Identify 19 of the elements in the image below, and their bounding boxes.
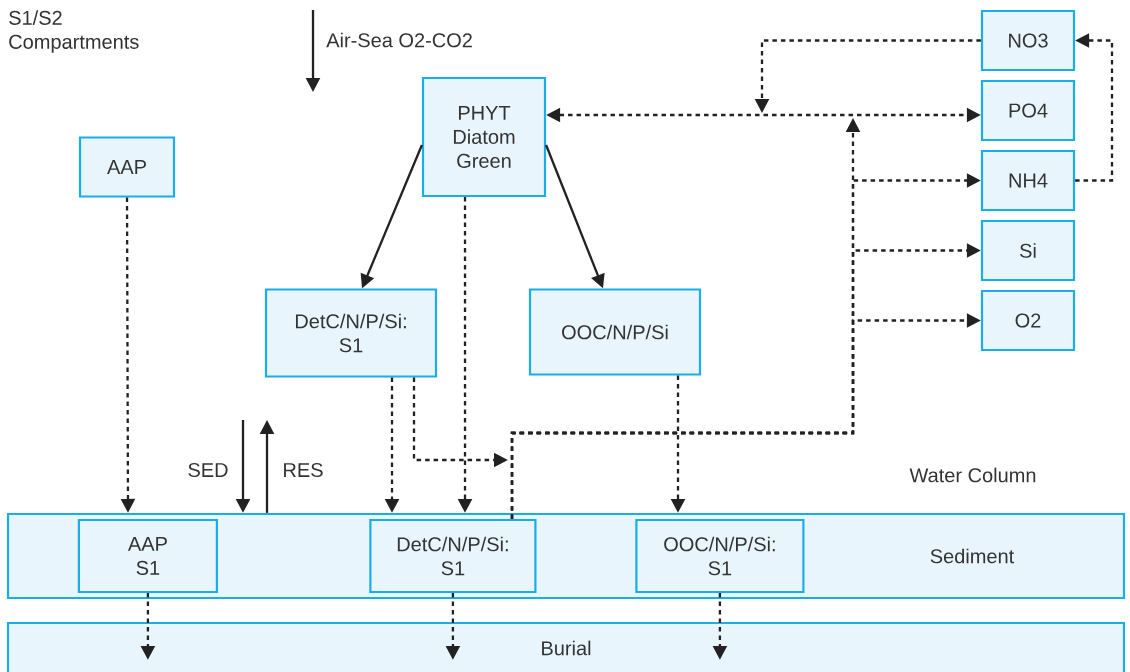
title: S1/S2 Compartments [9, 10, 139, 53]
edge-label: SED [186, 461, 230, 479]
edge-label: RES [281, 461, 325, 479]
compartment-box: DetC/N/P/Si: S1 [369, 518, 537, 594]
label-text: Air-Sea O2-CO2 [326, 32, 472, 48]
compartment-box: DetC/N/P/Si: S1 [264, 288, 438, 378]
compartment-box: NH4 [980, 149, 1076, 212]
label-text: Water Column [909, 467, 1036, 483]
compartment-box: AAP S1 [77, 518, 218, 594]
compartment-box: NO3 [980, 9, 1076, 72]
compartment-box: AAP [78, 136, 176, 198]
compartment-box: PHYT Diatom Green [421, 76, 547, 198]
burial-band: Burial [6, 621, 1126, 672]
arrow [1075, 33, 1114, 182]
compartment-box: OOC/N/P/Si: S1 [635, 518, 805, 594]
compartment-box: PO4 [980, 79, 1076, 142]
compartment-box: OOC/N/P/Si [528, 288, 702, 376]
compartment-box: O2 [980, 289, 1076, 352]
compartment-box: Si [980, 219, 1076, 282]
